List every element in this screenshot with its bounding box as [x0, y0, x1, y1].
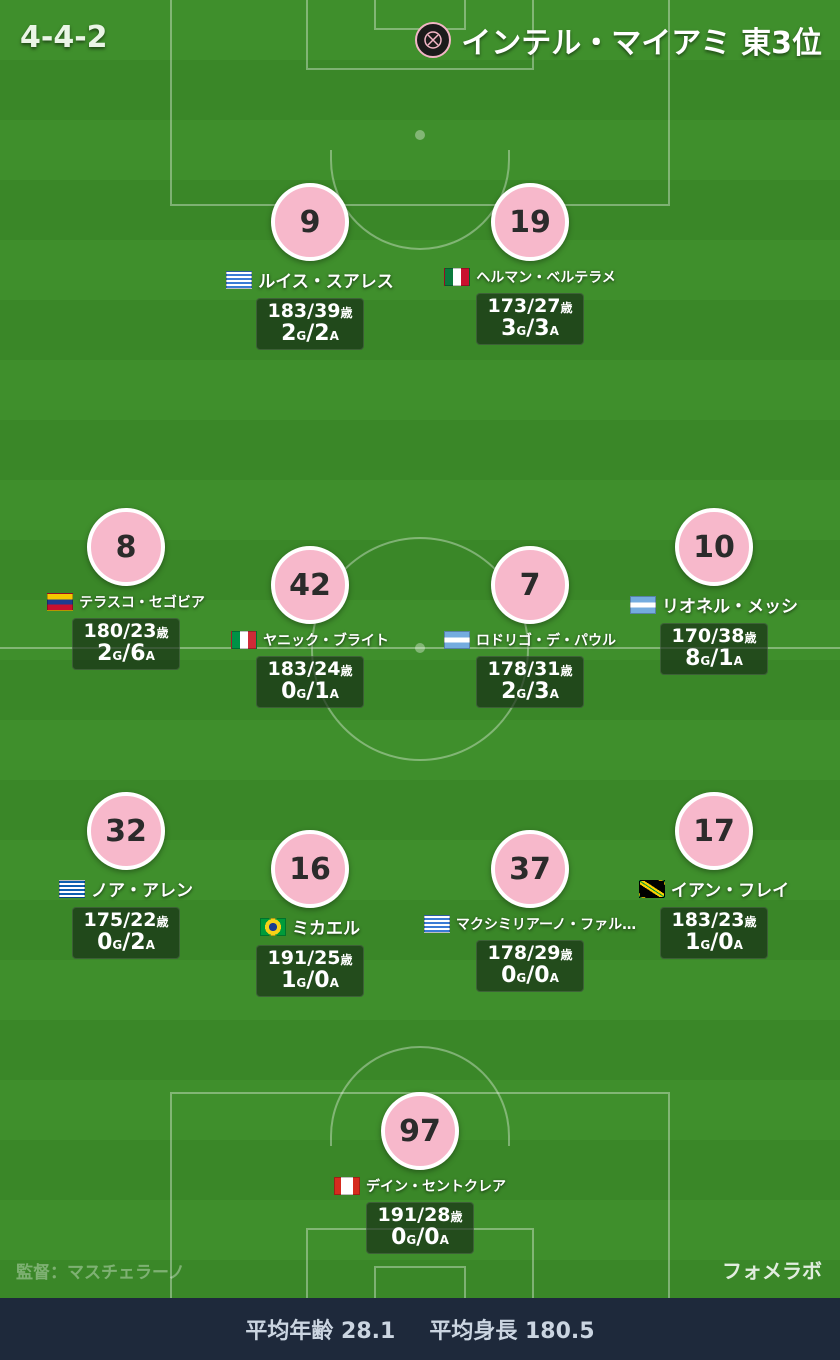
team-name: インテル・マイアミ 東3位: [461, 26, 822, 61]
center-circle: [311, 537, 529, 761]
player-number: 10: [675, 508, 753, 586]
pitch: 4-4-2 インテル・マイアミ 東3位 9 ルイス・スアレス 183/39歳 2…: [0, 0, 840, 1298]
average-height: 平均身長 180.5: [429, 1319, 595, 1344]
player-name: ヘルマン・ベルテラメ: [476, 270, 616, 286]
player-stats: 191/25歳 1G/0A: [256, 945, 364, 998]
italy-flag-icon: [231, 631, 258, 649]
player-number: 19: [491, 183, 569, 261]
player-card[interactable]: 9 ルイス・スアレス 183/39歳 2G/2A: [200, 183, 420, 351]
brand-logo-text: フォメラボ: [722, 1259, 822, 1283]
player-card[interactable]: 42 ヤニック・ブライト 183/24歳 0G/1A: [200, 546, 420, 709]
player-number: 37: [491, 830, 569, 908]
player-card[interactable]: 16 ミカエル 191/25歳 1G/0A: [200, 830, 420, 998]
top-penalty-spot: [415, 130, 425, 140]
player-card[interactable]: 8 テラスコ・セゴビア 180/23歳 2G/6A: [16, 508, 236, 671]
center-spot: [415, 643, 425, 653]
inter-miami-crest-icon: [415, 22, 452, 58]
player-card[interactable]: 32 ノア・アレン 175/22歳 0G/2A: [16, 792, 236, 960]
player-stats: 175/22歳 0G/2A: [72, 907, 180, 960]
argentina-flag-icon: [630, 595, 656, 614]
player-name: ルイス・スアレス: [258, 272, 394, 292]
player-stats: 178/29歳 0G/0A: [476, 940, 584, 993]
player-stats: 183/39歳 2G/2A: [256, 298, 364, 351]
argentina-flag-icon: [444, 631, 470, 649]
bottom-goal: [374, 1266, 466, 1298]
player-number: 9: [271, 183, 349, 261]
player-card[interactable]: 17 イアン・フレイ 183/23歳 1G/0A: [604, 792, 824, 960]
brazil-flag-icon: [260, 917, 286, 936]
canada-flag-icon: [334, 1177, 360, 1195]
player-number: 16: [271, 830, 349, 908]
player-stats: 183/23歳 1G/0A: [660, 907, 768, 960]
player-number: 97: [381, 1092, 459, 1170]
average-age: 平均年齢 28.1: [245, 1319, 396, 1344]
jamaica-flag-icon: [638, 879, 665, 898]
player-number: 32: [87, 792, 165, 870]
player-card[interactable]: 37 マクシミリアーノ・ファル… 178/29歳 0G/0A: [420, 830, 640, 993]
player-card[interactable]: 19 ヘルマン・ベルテラメ 173/27歳 3G/3A: [420, 183, 640, 346]
player-name: ヤニック・ブライト: [263, 633, 389, 649]
player-number: 42: [271, 546, 349, 624]
player-name: ミカエル: [292, 919, 360, 939]
player-name: マクシミリアーノ・ファル…: [455, 917, 637, 933]
player-name: ノア・アレン: [91, 881, 193, 901]
venezuela-flag-icon: [47, 593, 74, 611]
player-card[interactable]: 7 ロドリゴ・デ・パウル 178/31歳 2G/3A: [420, 546, 640, 709]
mexico-flag-icon: [444, 268, 471, 286]
footer-stats-bar: 平均年齢 28.1 平均身長 180.5: [0, 1298, 840, 1360]
formation-label: 4-4-2: [20, 20, 108, 55]
player-number: 17: [675, 792, 753, 870]
player-name: ロドリゴ・デ・パウル: [476, 633, 616, 649]
player-stats: 191/28歳 0G/0A: [366, 1202, 474, 1255]
uruguay-flag-icon: [423, 915, 450, 933]
player-stats: 180/23歳 2G/6A: [72, 618, 180, 671]
player-stats: 173/27歳 3G/3A: [476, 293, 584, 346]
player-name: イアン・フレイ: [670, 881, 790, 901]
player-card[interactable]: 97 デイン・セントクレア 191/28歳 0G/0A: [310, 1092, 530, 1255]
player-stats: 170/38歳 8G/1A: [660, 623, 768, 676]
player-stats: 178/31歳 2G/3A: [476, 656, 584, 709]
player-number: 7: [491, 546, 569, 624]
manager-label: 監督：マスチェラーノ: [16, 1263, 185, 1283]
player-name: テラスコ・セゴビア: [79, 595, 205, 611]
greece-flag-icon: [59, 879, 85, 898]
player-number: 8: [87, 508, 165, 586]
uruguay-flag-icon: [226, 270, 253, 289]
height-age: 183/39: [267, 300, 341, 322]
player-stats: 183/24歳 0G/1A: [256, 656, 364, 709]
player-name: リオネル・メッシ: [662, 597, 798, 617]
team-header: インテル・マイアミ 東3位: [415, 18, 822, 62]
player-name: デイン・セントクレア: [366, 1179, 506, 1195]
top-goal-box: [306, 0, 534, 70]
player-card[interactable]: 10 リオネル・メッシ 170/38歳 8G/1A: [604, 508, 824, 676]
